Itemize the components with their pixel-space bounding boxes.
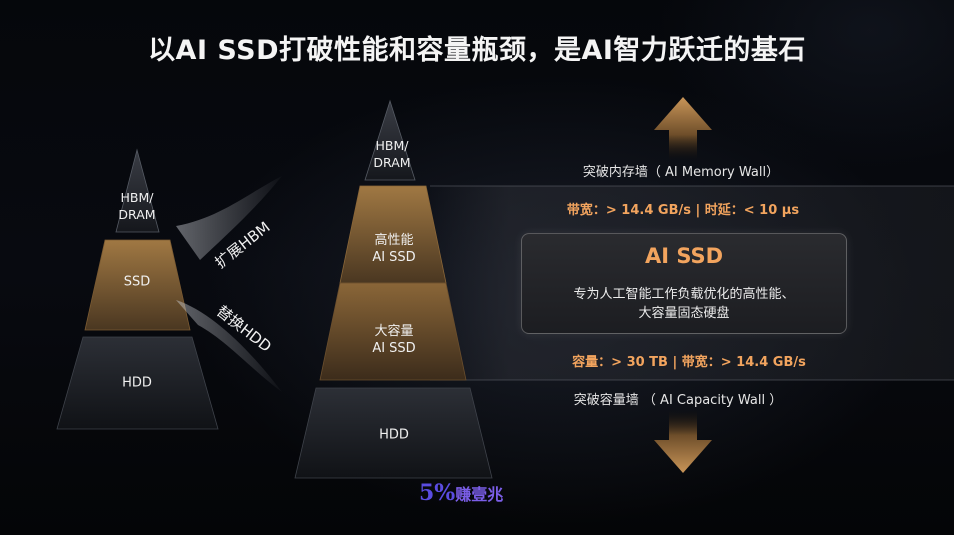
ai-ssd-card-desc-line2: 大容量固态硬盘 [638, 306, 730, 321]
right-tier-cap-ssd [319, 282, 467, 381]
left-tier-hdd [56, 336, 219, 430]
right-hbm-line1: HBM/ [375, 138, 409, 153]
right-pyramid [294, 99, 493, 479]
watermark-text: 赚壹兆 [455, 485, 504, 504]
right-tier-hdd-label: HDD [379, 427, 409, 443]
left-tier-ssd [84, 239, 191, 331]
cap-ssd-line1: 大容量 [374, 324, 414, 339]
ai-ssd-card: AI SSD 专为人工智能工作负载优化的高性能、 大容量固态硬盘 [521, 233, 847, 334]
capacity-wall-label: 突破容量墙 （ AI Capacity Wall ） [573, 393, 783, 408]
perf-ssd-line1: 高性能 [374, 233, 414, 248]
page-title: 以AI SSD打破性能和容量瓶颈，是AI智力跃迁的基石 [148, 35, 806, 66]
fan-expand [176, 176, 282, 260]
transition-fans [176, 176, 282, 392]
right-tier-perf-ssd-label: 高性能 AI SSD [372, 232, 415, 266]
down-arrow-icon [654, 410, 712, 473]
left-tier-hbm-label: HBM/ DRAM [118, 189, 155, 223]
right-tier-cap-ssd-label: 大容量 AI SSD [372, 323, 415, 357]
memory-wall-label: 突破内存墙（ AI Memory Wall） [582, 165, 780, 180]
left-tier-ssd-label: SSD [123, 274, 151, 290]
perf-ssd-line2: AI SSD [372, 250, 416, 265]
left-tier-hbm [115, 148, 160, 233]
left-hbm-line1: HBM/ [120, 190, 154, 205]
left-pyramid [56, 148, 219, 430]
cap-ssd-line2: AI SSD [372, 341, 416, 356]
fan-replace [176, 300, 282, 392]
capacity-wall-metric: 容量：> 30 TB | 带宽：> 14.4 GB/s [572, 355, 806, 370]
left-tier-hdd-label: HDD [122, 375, 152, 391]
watermark: 5%赚壹兆 [419, 480, 503, 506]
right-tier-hdd [294, 387, 493, 479]
watermark-percent: 5% [419, 480, 456, 506]
left-hbm-line2: DRAM [118, 207, 156, 222]
right-tier-hbm-label: HBM/ DRAM [373, 137, 410, 171]
ai-ssd-card-desc-line1: 专为人工智能工作负载优化的高性能、 [573, 287, 795, 302]
up-arrow-icon [654, 97, 712, 160]
ai-ssd-card-title: AI SSD [644, 244, 724, 268]
memory-wall-metric: 带宽：> 14.4 GB/s | 时延：< 10 µs [566, 203, 800, 218]
right-tier-hbm [364, 99, 416, 181]
right-hbm-line2: DRAM [373, 155, 411, 170]
